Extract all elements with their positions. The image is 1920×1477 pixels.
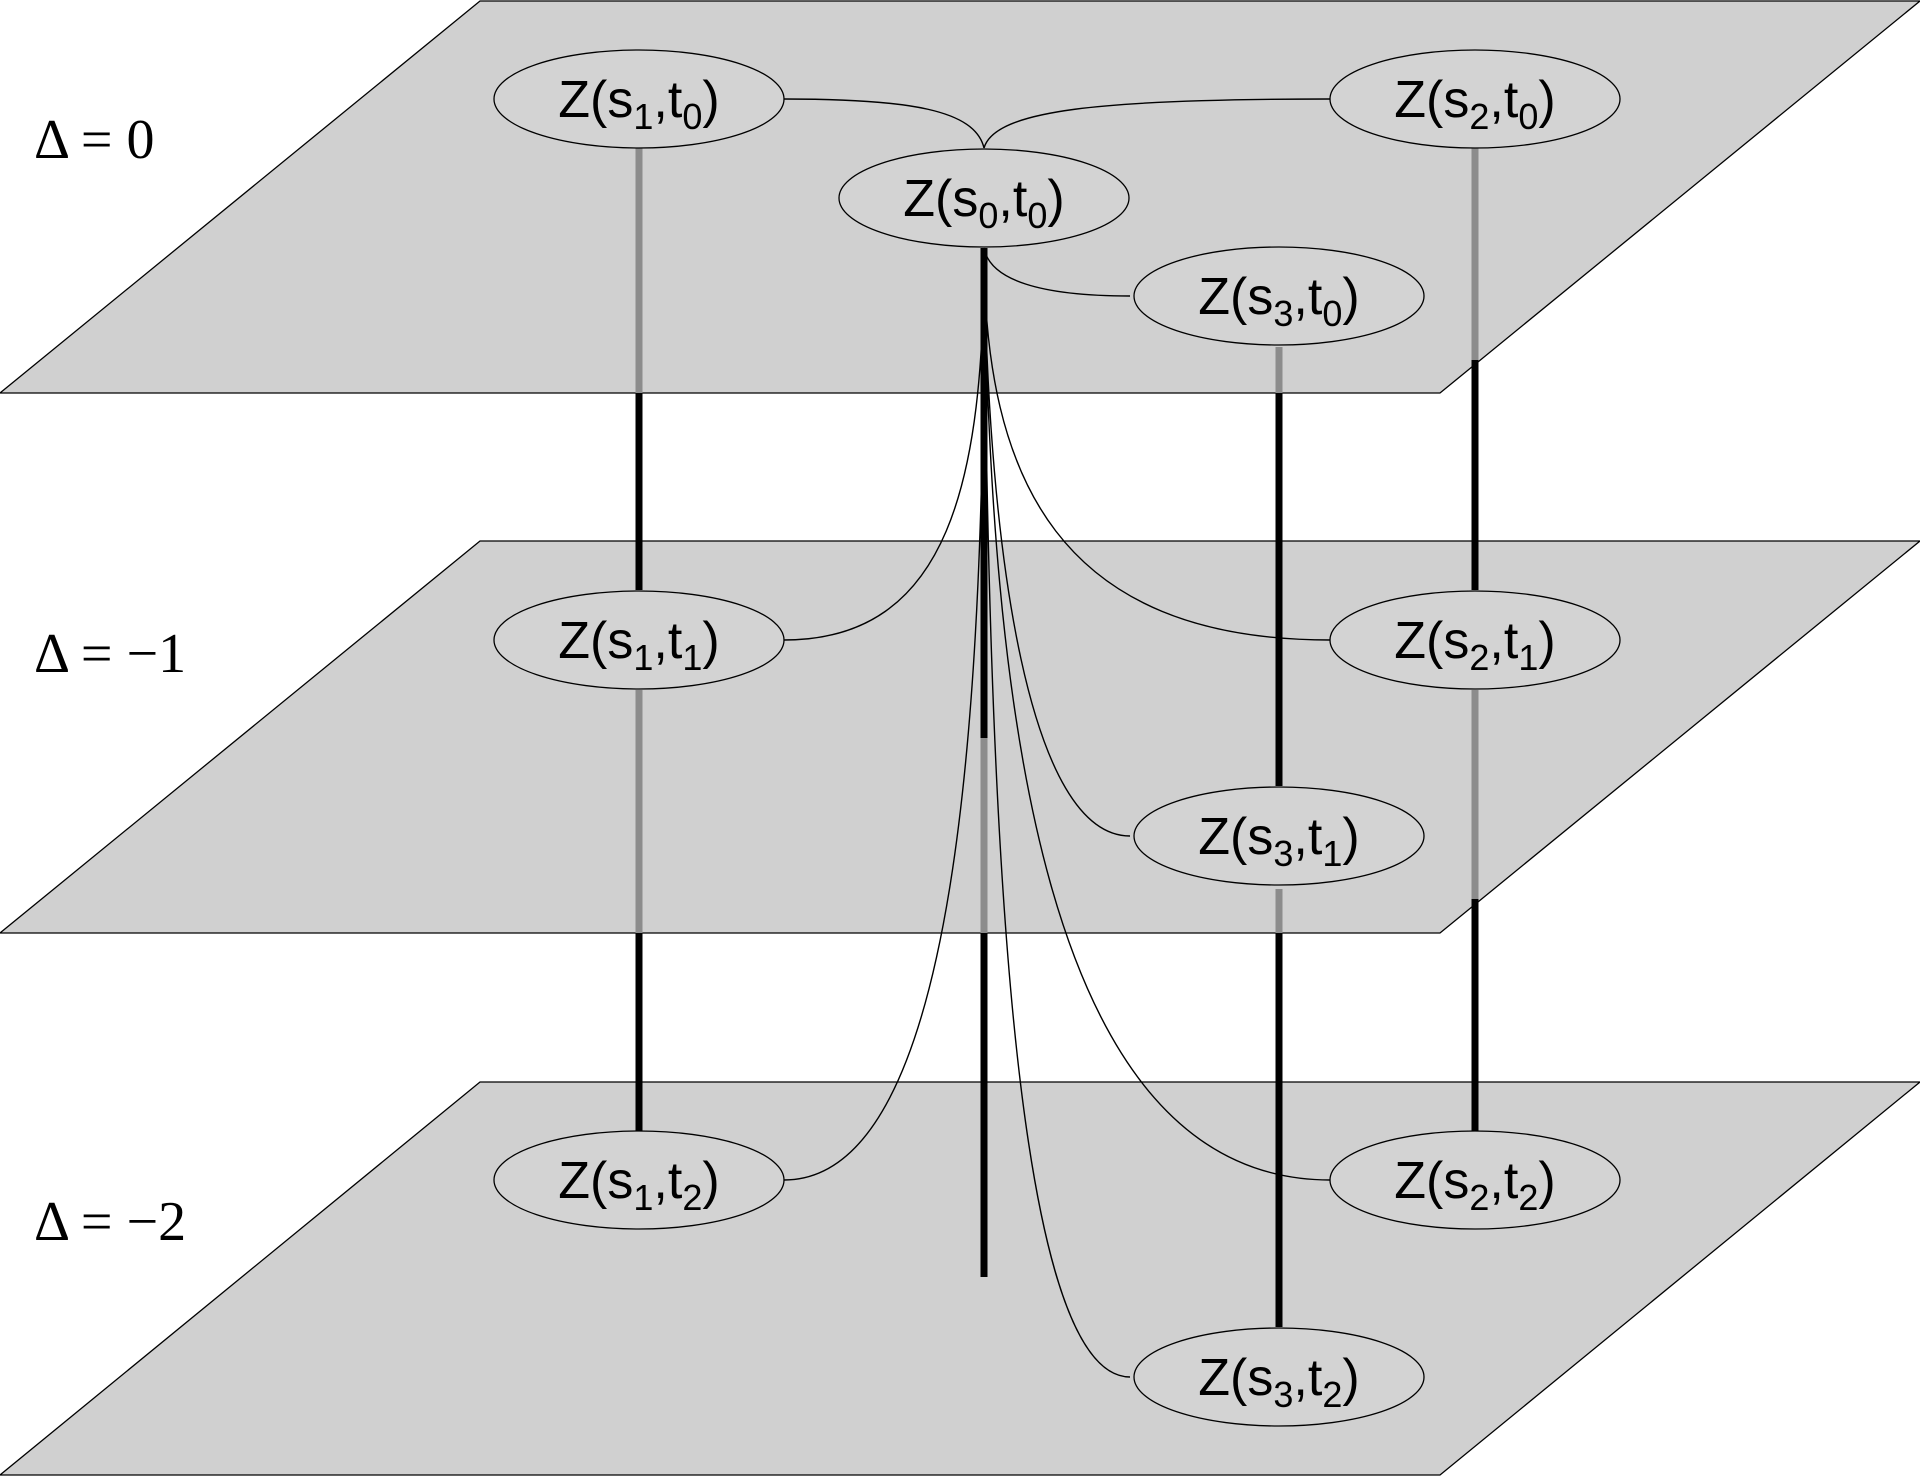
svg-text:Z(s1,t0): Z(s1,t0) bbox=[558, 71, 719, 137]
svg-text:Z(s3,t0): Z(s3,t0) bbox=[1198, 268, 1359, 334]
link-s0t0-s3t1 bbox=[983, 247, 1131, 837]
node-s1-t2: Z(s1,t2) bbox=[493, 1130, 785, 1230]
svg-text:Z(s1,t2): Z(s1,t2) bbox=[558, 1152, 719, 1218]
node-s1-t1: Z(s1,t1) bbox=[493, 590, 785, 690]
link-s0t0-s1t1 bbox=[783, 247, 985, 641]
svg-text:Z(s3,t1): Z(s3,t1) bbox=[1198, 808, 1359, 874]
link-s0t0-s2t0 bbox=[983, 98, 1331, 149]
node-s2-t1: Z(s2,t1) bbox=[1329, 590, 1621, 690]
node-s3-t1: Z(s3,t1) bbox=[1133, 786, 1425, 886]
level-label-2: Δ = −2 bbox=[34, 1191, 186, 1253]
svg-text:Z(s0,t0): Z(s0,t0) bbox=[903, 170, 1064, 236]
link-s0t0-s3t0 bbox=[983, 247, 1131, 297]
node-s2-t2: Z(s2,t2) bbox=[1329, 1130, 1621, 1230]
link-s0t0-s3t2 bbox=[983, 247, 1131, 1378]
svg-text:Z(s2,t2): Z(s2,t2) bbox=[1394, 1152, 1555, 1218]
svg-text:Z(s2,t0): Z(s2,t0) bbox=[1394, 71, 1555, 137]
level-label-1: Δ = −1 bbox=[34, 623, 186, 685]
link-s0t0-s1t0 bbox=[783, 98, 985, 149]
link-s0t0-s2t1 bbox=[983, 247, 1331, 641]
link-s0t0-s2t2 bbox=[983, 247, 1331, 1181]
level-label-0: Δ = 0 bbox=[34, 109, 155, 171]
node-s3-t2: Z(s3,t2) bbox=[1133, 1327, 1425, 1427]
svg-text:Z(s1,t1): Z(s1,t1) bbox=[558, 612, 719, 678]
svg-text:Z(s3,t2): Z(s3,t2) bbox=[1198, 1349, 1359, 1415]
node-s3-t0: Z(s3,t0) bbox=[1133, 246, 1425, 346]
node-s2-t0: Z(s2,t0) bbox=[1329, 49, 1621, 149]
node-s1-t0: Z(s1,t0) bbox=[493, 49, 785, 149]
plane-level-2 bbox=[0, 1081, 1920, 1476]
plane-level-1 bbox=[0, 540, 1920, 934]
link-s0t0-s1t2 bbox=[783, 247, 985, 1181]
svg-text:Z(s2,t1): Z(s2,t1) bbox=[1394, 612, 1555, 678]
node-s0-t0: Z(s0,t0) bbox=[838, 148, 1130, 248]
